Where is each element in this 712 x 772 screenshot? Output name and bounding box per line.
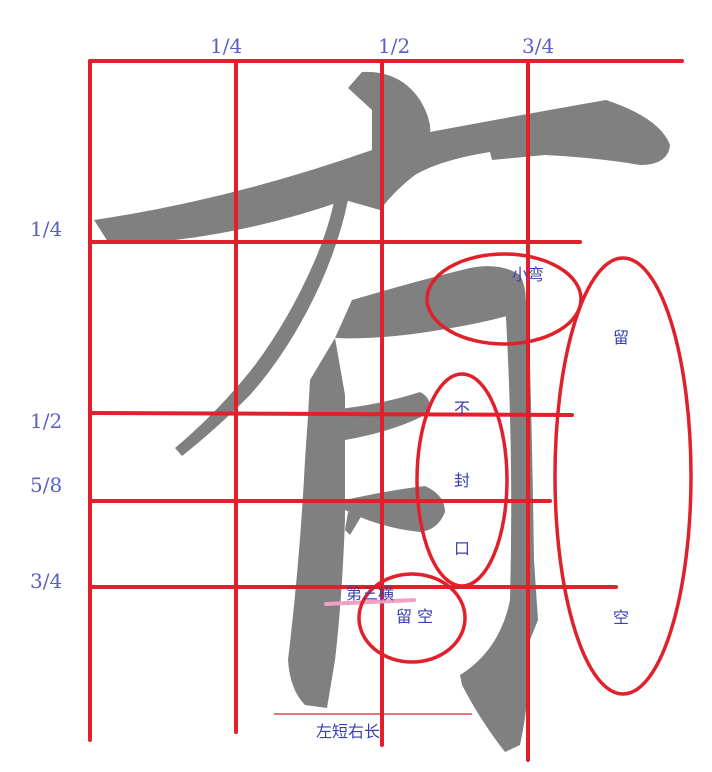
note-not: 不 — [454, 399, 470, 418]
note-leave-space-bottom: 留 空 — [396, 607, 433, 626]
top-label-half: 1/2 — [378, 34, 410, 58]
note-seal: 封 — [454, 471, 470, 490]
annotation-ovals — [357, 252, 693, 696]
note-small-curve: 小弯 — [512, 265, 544, 284]
note-third-horizontal: 第三横 — [346, 584, 394, 603]
left-label-three-quarter: 3/4 — [30, 569, 62, 593]
note-mouth: 口 — [454, 539, 470, 558]
top-label-quarter: 1/4 — [210, 34, 242, 58]
third-horizontal-highlight — [324, 598, 416, 606]
annotations: 小弯 不 封 口 留 空 第三横 留 空 左短右长 — [316, 265, 629, 741]
left-label-half: 1/2 — [30, 409, 62, 433]
note-left-short-right-long: 左短右长 — [316, 722, 380, 741]
left-label-five-eighths: 5/8 — [30, 473, 62, 497]
glyph-connector — [345, 512, 362, 535]
glyph-left-falling-stroke — [175, 192, 348, 456]
guide-grid — [88, 59, 684, 762]
grid-labels: 1/4 1/2 3/4 1/4 1/2 5/8 3/4 — [30, 34, 554, 593]
oval-small-curve — [425, 252, 583, 346]
top-label-three-quarter: 3/4 — [522, 34, 554, 58]
oval-leave-space-bottom — [357, 572, 467, 664]
grid-horizontal-half — [88, 411, 574, 417]
oval-leave-space-right — [553, 256, 693, 696]
note-leave-right: 留 — [613, 328, 629, 347]
glyph-top-stroke — [348, 71, 431, 160]
glyph-inner-top-horizontal — [335, 266, 526, 339]
left-label-quarter: 1/4 — [30, 217, 62, 241]
note-space-right: 空 — [613, 608, 629, 627]
oval-not-sealed — [415, 372, 509, 588]
glyph-inner-left-vertical — [288, 338, 345, 708]
glyph-inner-third-horizontal — [345, 486, 445, 532]
